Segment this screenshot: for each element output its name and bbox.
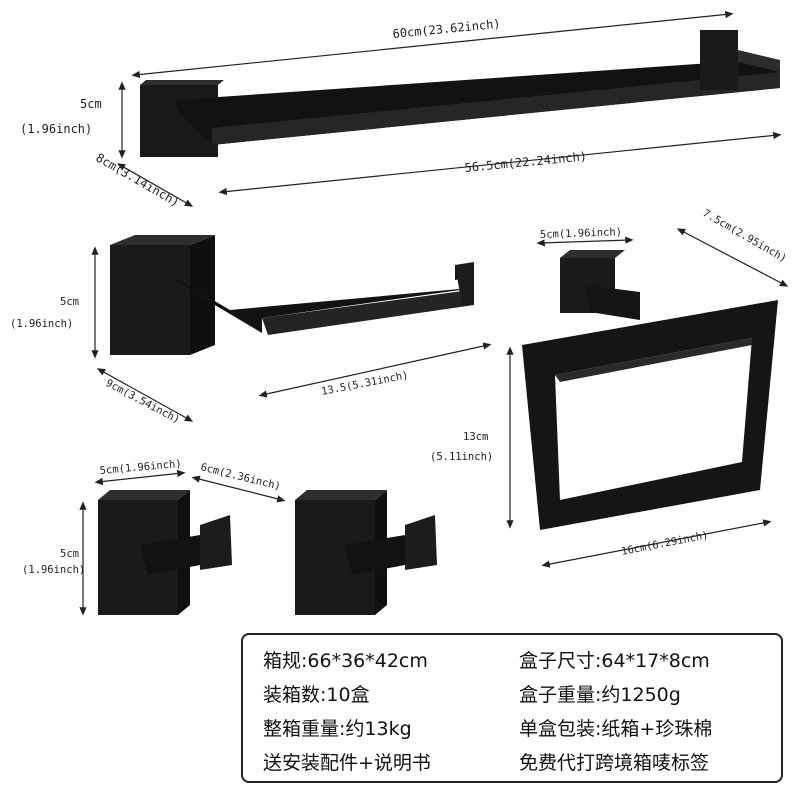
spec-box-weight: 盒子重量:约1250g bbox=[519, 684, 681, 706]
spec-carton-weight: 整箱重量:约13kg bbox=[263, 718, 412, 740]
spec-carton-qty: 装箱数:10盒 bbox=[263, 684, 370, 706]
towel-bar-height-label: 5cm bbox=[80, 97, 102, 111]
paper-holder-height-label: 5cm bbox=[60, 296, 79, 308]
spec-accessories: 送安装配件+说明书 bbox=[263, 752, 431, 774]
spec-box-size: 盒子尺寸:64*17*8cm bbox=[519, 650, 710, 672]
robe-hook-left bbox=[98, 490, 232, 615]
paper-holder-length-label: 13.5(5.31inch) bbox=[320, 369, 409, 398]
towel-bar-inner-label: 56.5cm(22.24inch) bbox=[464, 149, 588, 175]
spec-packaging: 单盒包装:纸箱+珍珠棉 bbox=[519, 718, 713, 740]
hook-height-label: 5cm bbox=[60, 548, 79, 560]
paper-holder bbox=[110, 235, 474, 355]
towel-bar-depth-label: 8cm(3.14inch) bbox=[94, 150, 182, 209]
ring-depth-label: 7.5cm(2.95inch) bbox=[701, 207, 789, 265]
towel-ring-dimension-lines bbox=[506, 228, 789, 568]
hook-depth-label: 6cm(2.36inch) bbox=[199, 461, 282, 493]
towel-ring bbox=[522, 250, 778, 530]
towel-bar-total-label: 60cm(23.62inch) bbox=[392, 17, 501, 41]
ring-height-label: 13cm bbox=[463, 431, 488, 443]
ring-width-label: 16cm(6.29inch) bbox=[620, 529, 709, 558]
ring-height-inch-label: (5.11inch) bbox=[430, 451, 493, 463]
paper-holder-height-inch-label: (1.96inch) bbox=[10, 318, 73, 330]
towel-bar-dimension-lines bbox=[116, 10, 782, 207]
spec-box: 箱规:66*36*42cm 装箱数:10盒 整箱重量:约13kg 送安装配件+说… bbox=[241, 633, 783, 783]
hook-height-inch-label: (1.96inch) bbox=[22, 564, 85, 576]
paper-holder-depth-label: 9cm(3.54inch) bbox=[104, 377, 182, 426]
spec-carton-size: 箱规:66*36*42cm bbox=[263, 650, 428, 672]
towel-bar-height-inch-label: (1.96inch) bbox=[20, 122, 92, 136]
robe-hook-right bbox=[295, 490, 437, 615]
hook-dimension-lines bbox=[79, 469, 286, 616]
towel-bar bbox=[140, 30, 780, 157]
paper-holder-dimension-lines bbox=[91, 246, 492, 422]
spec-labeling: 免费代打跨境箱唛标签 bbox=[519, 752, 710, 774]
ring-base-label: 5cm(1.96inch) bbox=[540, 226, 623, 241]
